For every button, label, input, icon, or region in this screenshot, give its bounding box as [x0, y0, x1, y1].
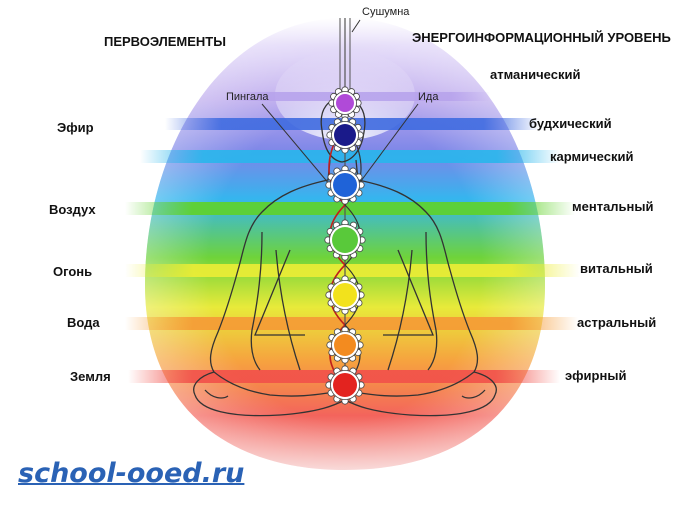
chakra-2 [326, 116, 364, 154]
level-band-3 [125, 202, 575, 215]
level-buddhic: будхический [529, 116, 612, 131]
chakra-4 [324, 219, 366, 261]
levels-heading: ЭНЕРГОИНФОРМАЦИОННЫЙ УРОВЕНЬ [412, 30, 671, 45]
level-band-2 [140, 150, 560, 163]
level-vital: витальный [580, 261, 653, 276]
chakra-3 [325, 165, 365, 205]
chakra-7 [325, 365, 365, 405]
chakra-1 [328, 86, 362, 120]
chakra-5 [325, 275, 365, 315]
level-mental: ментальный [572, 199, 654, 214]
element-ether: Эфир [57, 120, 94, 135]
level-atmanic: атманический [490, 67, 581, 82]
element-air: Воздух [49, 202, 96, 217]
element-water: Вода [67, 315, 100, 330]
level-band-5 [125, 317, 578, 330]
level-etheric: эфирный [565, 368, 627, 383]
element-fire: Огонь [53, 264, 93, 279]
chakra-group [324, 86, 366, 405]
level-band-4 [125, 264, 580, 277]
meditating-figure [193, 97, 497, 417]
level-karmic: кармический [550, 149, 634, 164]
chakra-6 [326, 326, 364, 364]
level-astral: астральный [577, 315, 657, 330]
pingala-label: Пингала [226, 91, 269, 103]
element-earth: Земля [70, 369, 111, 384]
sushumna-label: Сушумна [362, 6, 410, 18]
elements-heading: ПЕРВОЭЛЕМЕНТЫ [104, 34, 226, 49]
watermark-link[interactable]: school-ooed.ru [18, 458, 245, 489]
ida-label: Ида [418, 91, 439, 103]
level-band-0 [230, 92, 490, 101]
